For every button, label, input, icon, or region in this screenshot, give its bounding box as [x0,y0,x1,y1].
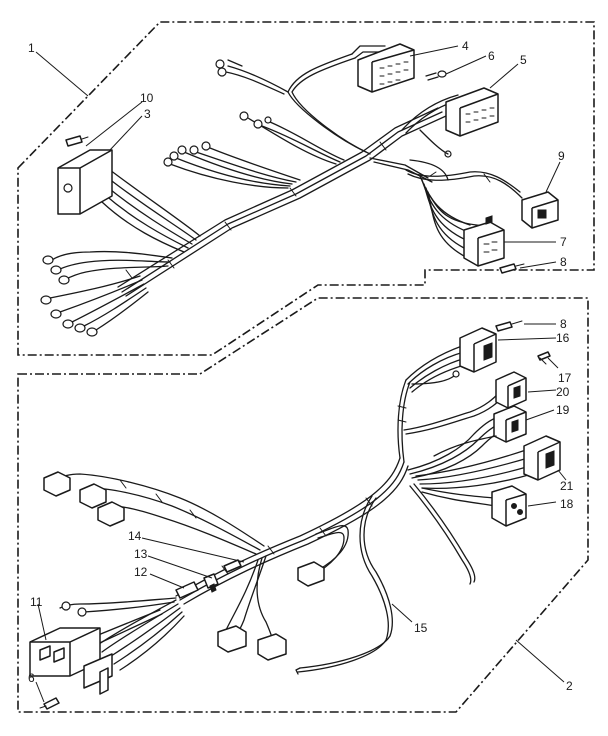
connector-3 [57,149,201,253]
connector-19 [407,405,527,479]
terminal-8-upper [499,263,525,274]
upper-right-branch [405,129,523,257]
callout-21: 21 [560,479,574,493]
callout-19: 19 [556,403,570,417]
clip-13 [203,573,219,593]
callout-3: 3 [144,107,151,121]
callout-12: 12 [134,565,148,579]
clip-12 [175,581,199,599]
callout-1: 1 [28,41,35,55]
callout-7: 7 [560,235,567,249]
callout-13: 13 [134,547,148,561]
callout-9: 9 [558,149,565,163]
callout-20: 20 [556,385,570,399]
connector-9 [521,191,559,229]
connector-11 [29,597,185,695]
lower-assembly-outline [17,297,589,713]
upper-assembly-outline [17,21,595,356]
upper-harness-assembly [17,21,595,356]
upper-middle-leads [163,111,345,189]
upper-lower-left-leads [40,250,173,337]
lower-middle-connectors [217,525,349,661]
callout-14: 14 [128,529,142,543]
callout-5: 5 [520,53,527,67]
connector-5 [401,87,499,137]
upper-main-trunk [117,107,447,297]
callout-2: 2 [566,679,573,693]
callout-16: 16 [556,331,570,345]
callout-6-lower: 6 [28,671,35,685]
callout-18: 18 [560,497,574,511]
callout-15: 15 [414,621,428,635]
terminal-8-lower [495,320,523,332]
callout-10: 10 [140,91,154,105]
callout-labels: 1 10 3 4 6 5 9 7 8 8 16 17 20 19 21 18 1… [28,39,574,693]
connector-18 [421,485,527,527]
connector-21 [415,435,561,490]
upper-top-left-leads [215,59,289,95]
pin-17 [537,351,551,365]
screw-10 [65,135,89,147]
connector-16 [405,327,497,393]
connector-4 [357,43,415,93]
callout-17: 17 [558,371,572,385]
connector-20 [403,371,527,435]
callout-11: 11 [30,595,43,609]
callout-6-upper: 6 [488,49,495,63]
lower-harness-assembly [17,297,589,713]
connector-7 [463,215,505,267]
callout-8-upper: 8 [560,255,567,269]
callout-4: 4 [462,39,469,53]
tie-14 [223,559,242,573]
lower-upper-left-connectors [43,471,265,555]
lower-leader-lines [35,323,567,703]
lower-long-lead-loop [409,483,476,585]
terminal-6-upper [425,70,447,81]
upper-leader-lines [35,45,561,269]
callout-8-lower: 8 [560,317,567,331]
cable-15 [295,495,393,675]
screw-6-lower [39,697,60,710]
